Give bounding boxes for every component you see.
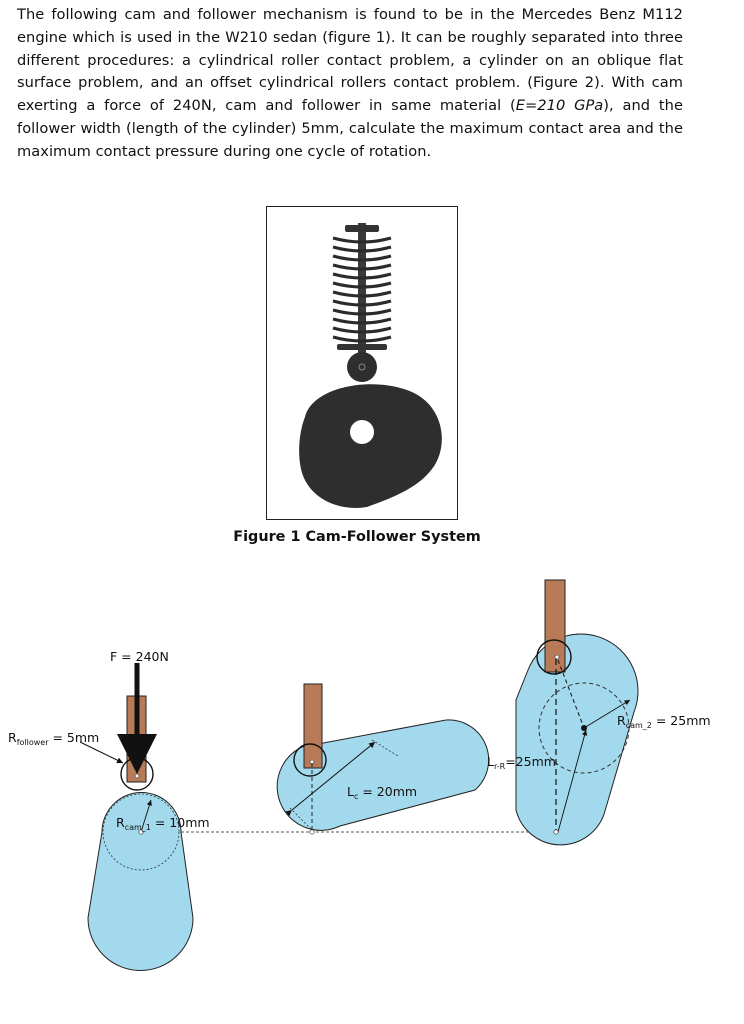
- contact-problems-diagram: F = 240N Rfollower = 5mm Rcam_1 = 10mm L…: [8, 579, 711, 971]
- follower-3-center: [554, 654, 560, 660]
- r-cam1-radius-arrow: [140, 799, 152, 833]
- lc-extension-bottom: [289, 807, 313, 831]
- problem-outro: ), and the follower width (length of the…: [17, 97, 683, 160]
- spring-cap: [345, 225, 379, 232]
- cam-3-center: [553, 829, 559, 835]
- cam-2-center: [309, 829, 315, 835]
- r-cam2-radius-arrow: [583, 699, 631, 729]
- lc-dimension: [285, 741, 376, 817]
- roller-to-cam-line: [557, 659, 585, 729]
- material-property: E=210 GPa: [515, 97, 604, 115]
- follower-1-center: [134, 773, 140, 779]
- r-cam2-label: Rcam_2 = 25mm: [617, 713, 711, 730]
- lc-extension-top: [371, 739, 399, 757]
- valve-spring: [332, 236, 392, 343]
- cam-lobe: [299, 384, 442, 508]
- force-label: F = 240N: [110, 649, 169, 664]
- valve-stem: [358, 223, 366, 355]
- problem-intro: The following cam and follower mechanism…: [17, 6, 683, 115]
- cam-1-body: [87, 792, 194, 971]
- lrr-label: Lr-R=25mm: [487, 754, 556, 771]
- cam-3-nose-circle: [538, 682, 630, 774]
- figure-1-caption: Figure 1 Cam-Follower System: [233, 529, 481, 545]
- cam-3-body: [515, 633, 639, 846]
- follower-3-stem: [544, 579, 566, 673]
- cam-1-base-circle: [102, 793, 180, 871]
- follower-2-stem: [303, 683, 323, 769]
- r-follower-label: Rfollower = 5mm: [8, 730, 99, 747]
- center-offset-arrow: [557, 729, 588, 833]
- figure-1-image: [266, 206, 458, 520]
- cam-3-nose-center: [581, 725, 587, 731]
- cam-follower-illustration: [299, 223, 442, 508]
- camshaft-hole: [350, 420, 374, 444]
- roller-follower: [347, 352, 377, 382]
- figure-2: F = 240N Rfollower = 5mm Rcam_1 = 10mm L…: [0, 560, 744, 1024]
- problem-statement: The following cam and follower mechanism…: [17, 4, 683, 164]
- case-2-oblique-flat: [276, 683, 490, 835]
- roller-pin: [358, 363, 366, 371]
- spring-base: [337, 344, 387, 350]
- r-cam1-label: Rcam_1 = 10mm: [116, 815, 210, 832]
- follower-3-roller: [536, 639, 572, 675]
- case-3-offset-rollers: [515, 579, 639, 846]
- cam-1-center: [138, 829, 144, 835]
- lc-label: Lc = 20mm: [347, 784, 417, 801]
- case-1-roller-contact: [79, 663, 194, 971]
- r-follower-pointer: [79, 741, 124, 764]
